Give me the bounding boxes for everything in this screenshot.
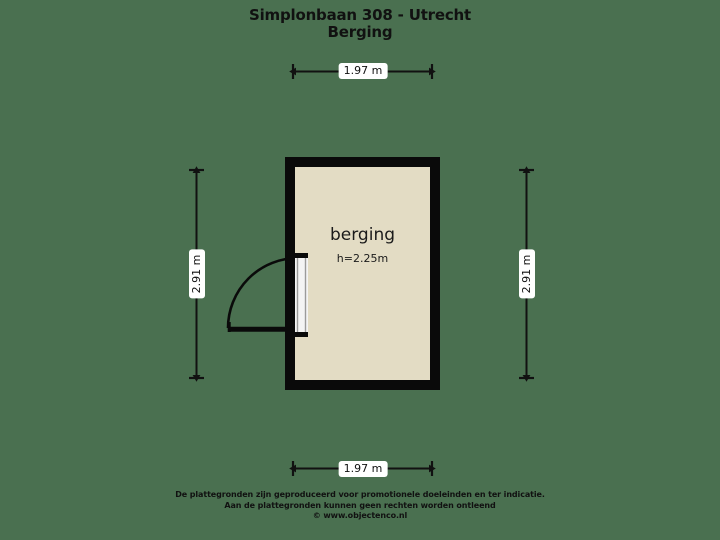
- dimension-label-top: 1.97 m: [338, 63, 388, 79]
- title-address: Simplonbaan 308 - Utrecht: [249, 6, 471, 24]
- disclaimer-line-1: De plattegronden zijn geproduceerd voor …: [175, 490, 545, 499]
- room-name-label: berging: [329, 225, 396, 245]
- room-floor-berging: [295, 167, 430, 380]
- room-label-group: berging h=2.25m: [295, 225, 430, 266]
- disclaimer-line-2: Aan de plattegronden kunnen geen rechten…: [224, 500, 496, 510]
- dimension-label-bottom: 1.97 m: [338, 461, 388, 477]
- dimension-label-right: 2.91 m: [519, 249, 535, 299]
- dimension-label-left: 2.91 m: [189, 249, 205, 299]
- door-berging: [226, 253, 308, 337]
- footer-disclaimer: De plattegronden zijn geproduceerd voor …: [0, 490, 720, 522]
- room-height-label: h=2.25m: [336, 252, 389, 265]
- title-floor: Berging: [327, 22, 393, 41]
- copyright-website: © www.objectenco.nl: [312, 511, 408, 520]
- page-title: Simplonbaan 308 - Utrecht Berging: [0, 6, 720, 41]
